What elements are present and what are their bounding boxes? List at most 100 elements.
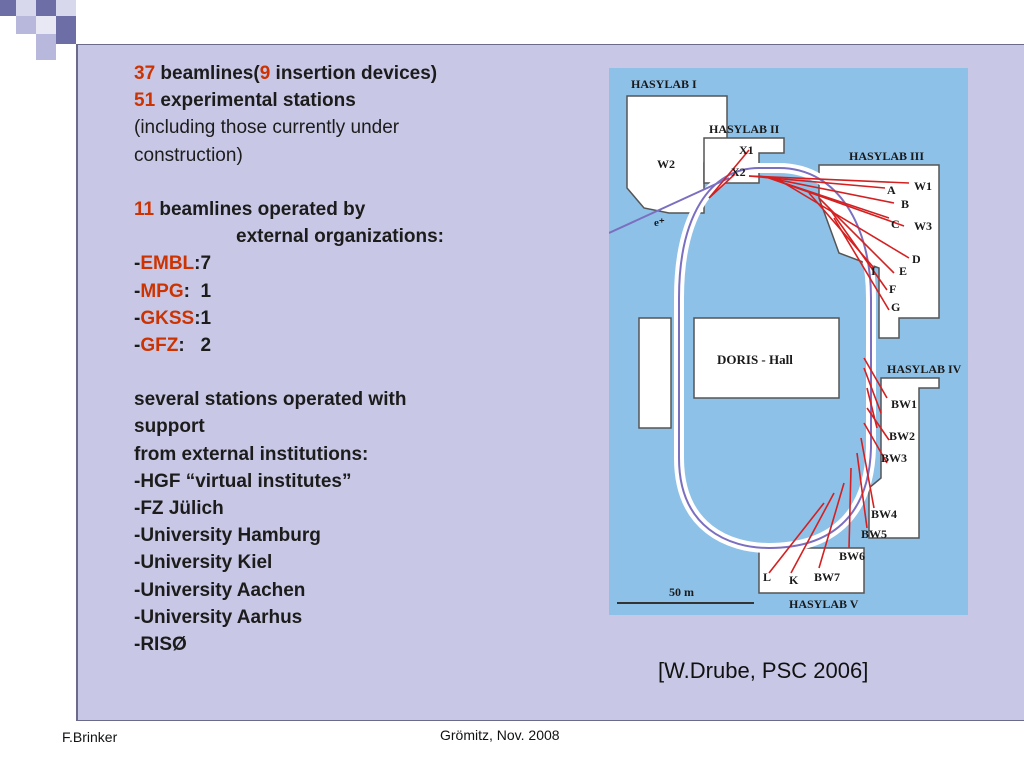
- construction-note-2: construction): [134, 144, 243, 166]
- label-f: F: [889, 282, 896, 296]
- label-bw5: BW5: [861, 527, 887, 541]
- external-orgs-heading: external organizations:: [236, 226, 444, 248]
- footer-venue: Grömitz, Nov. 2008: [440, 727, 560, 743]
- side-building: [638, 317, 672, 429]
- beamline-arrow: [748, 175, 910, 184]
- institution-hgf: -HGF “virtual institutes”: [134, 470, 352, 492]
- doris-hall: [693, 317, 840, 399]
- institution-uni-hamburg: -University Hamburg: [134, 525, 321, 547]
- deco-square-4: [56, 0, 76, 16]
- label-i: I: [871, 264, 876, 278]
- footer-author: F.Brinker: [62, 729, 118, 745]
- text-span: GKSS: [140, 307, 195, 329]
- text-span: experimental stations: [155, 90, 356, 112]
- institution-uni-kiel: -University Kiel: [134, 552, 273, 574]
- figure-citation: [W.Drube, PSC 2006]: [658, 658, 869, 683]
- support-line-1: several stations operated with: [134, 389, 407, 411]
- beamline-arrow: [828, 207, 888, 291]
- institution-uni-aarhus: -University Aarhus: [134, 606, 303, 628]
- text-span: EMBL: [140, 253, 195, 275]
- beamline-count: 37: [134, 63, 156, 84]
- label-doris-hall: DORIS - Hall: [717, 352, 793, 367]
- text-span: GFZ: [140, 334, 179, 356]
- label-a: A: [887, 183, 896, 197]
- label-e: E: [899, 264, 907, 278]
- label-d: D: [912, 252, 921, 266]
- label-bw2: BW2: [889, 429, 915, 443]
- station-count-line: 51 experimental stations: [134, 87, 514, 114]
- support-line-3: from external institutions:: [134, 443, 369, 465]
- beamline-arrow: [833, 217, 890, 311]
- deco-square-7: [56, 16, 76, 44]
- org-mpg: -MPG: 1: [134, 278, 514, 305]
- text-span: -: [134, 307, 141, 329]
- station-count: 51: [134, 90, 156, 112]
- text-span: : 2: [178, 334, 212, 356]
- label-hasylab-5: HASYLAB V: [789, 597, 859, 611]
- deco-square-2: [16, 0, 36, 16]
- label-w3: W3: [914, 219, 932, 233]
- text-span: : 1: [183, 280, 212, 302]
- deco-square-6: [36, 16, 56, 34]
- label-w1: W1: [914, 179, 932, 193]
- text-span: -: [134, 334, 141, 356]
- label-g: G: [891, 300, 900, 314]
- label-w2: W2: [657, 157, 675, 171]
- label-bw1: BW1: [891, 397, 917, 411]
- beamline-arrow: [708, 149, 750, 199]
- org-gfz: -GFZ: 2: [134, 332, 514, 359]
- institution-riso: -RISØ: [134, 633, 187, 655]
- hasylab-1-building: [626, 95, 728, 214]
- org-embl: -EMBL:7: [134, 250, 514, 277]
- text-span: -: [134, 253, 141, 275]
- beamline-arrow: [818, 482, 845, 569]
- text-span: :7: [194, 253, 212, 275]
- label-hasylab-4: HASYLAB IV: [887, 362, 962, 376]
- facility-map-svg: HASYLAB I HASYLAB II HASYLAB III HASYLAB…: [609, 77, 962, 611]
- label-e-plus: e⁺: [654, 217, 665, 229]
- label-k: K: [789, 573, 799, 587]
- deco-square-3: [36, 0, 56, 16]
- beamline-arrow: [778, 179, 910, 259]
- institution-fz-julich: -FZ Jülich: [134, 498, 224, 519]
- label-x2: X2: [731, 165, 746, 179]
- beamline-arrow: [848, 467, 852, 549]
- beamline-arrow: [768, 177, 890, 219]
- injection-line: [609, 177, 730, 234]
- external-count-line: 11 beamlines operated by: [134, 196, 514, 223]
- beamline-count-line: 37 beamlines(9 insertion devices): [134, 60, 514, 87]
- text-span: beamlines(: [155, 63, 260, 84]
- deco-square-5: [16, 16, 36, 34]
- text-span: -: [134, 280, 141, 302]
- label-hasylab-2: HASYLAB II: [709, 122, 780, 136]
- institution-uni-aachen: -University Aachen: [134, 579, 306, 601]
- label-b: B: [901, 197, 909, 211]
- org-gkss: -GKSS:1: [134, 305, 514, 332]
- hasylab-2-building: [703, 137, 785, 184]
- spacer: [134, 359, 514, 386]
- deco-square-1: [0, 0, 16, 16]
- label-hasylab-3: HASYLAB III: [849, 149, 924, 163]
- beamline-arrow: [860, 437, 875, 509]
- beamline-arrow: [863, 367, 882, 414]
- beamline-arrow: [863, 357, 888, 399]
- hasylab-5-building: [758, 547, 865, 594]
- text-span: :1: [194, 307, 212, 329]
- label-c: C: [891, 217, 900, 231]
- beamline-arrow: [790, 492, 835, 574]
- beamline-arrow: [866, 407, 890, 441]
- insertion-device-count: 9: [259, 63, 271, 84]
- beamline-arrows: [708, 149, 910, 574]
- beamline-arrow: [768, 502, 825, 574]
- label-bw4: BW4: [871, 507, 897, 521]
- construction-note-1: (including those currently under: [134, 117, 400, 139]
- label-scale: 50 m: [669, 585, 694, 599]
- text-span: beamlines operated by: [154, 198, 366, 220]
- beamline-arrow: [856, 452, 868, 529]
- storage-ring-line: [678, 167, 872, 550]
- beamline-summary-text: 37 beamlines(9 insertion devices) 51 exp…: [134, 60, 514, 658]
- label-bw7: BW7: [814, 570, 840, 584]
- text-span: insertion devices): [270, 63, 438, 84]
- label-bw3: BW3: [881, 451, 907, 465]
- label-l: L: [763, 570, 771, 584]
